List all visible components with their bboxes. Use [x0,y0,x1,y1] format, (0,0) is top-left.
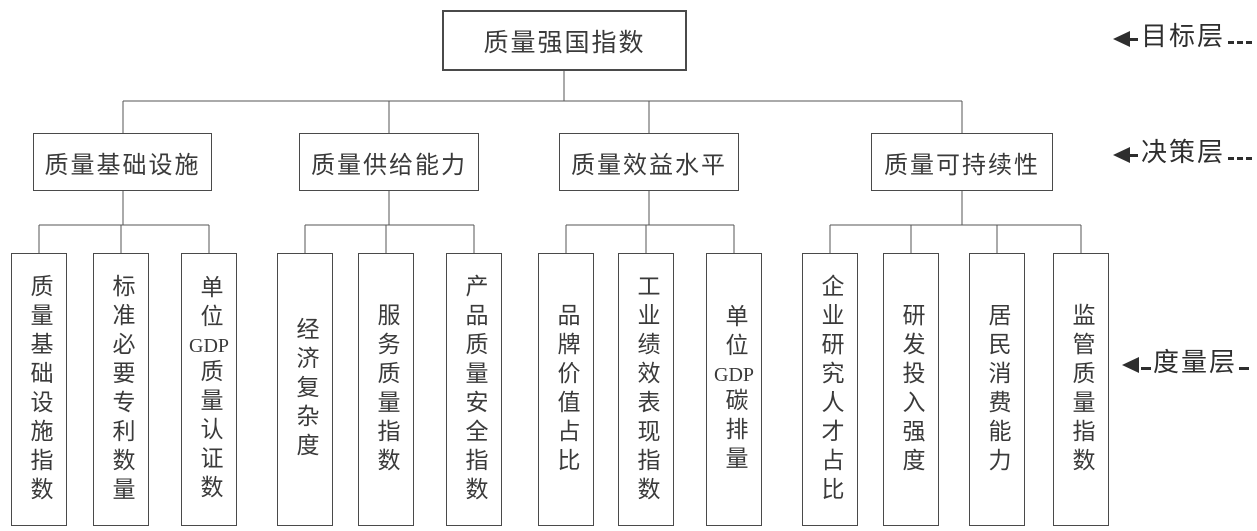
dashed-line [1228,157,1253,160]
decision-box-label: 质量效益水平 [571,152,727,179]
measure-box-label: 监管质量指数 [1069,302,1094,477]
measure-box-economic-complexity: 经济复杂度 [277,253,333,526]
layer-annotation-decision: 决策层 [1113,138,1253,168]
measure-box-label: 单位GDP碳排量 [714,304,755,475]
measure-box-gdp-certification: 单位GDP质量认证数 [181,253,237,526]
measure-box-regulatory-quality-index: 监管质量指数 [1053,253,1109,526]
measure-box-label: 单位GDP质量认证数 [189,275,230,504]
tree-edges [38,71,1082,253]
goal-box-label: 质量强国指数 [483,29,646,57]
measure-box-service-quality-index: 服务质量指数 [358,253,414,526]
decision-box-label: 质量基础设施 [44,152,201,179]
measure-box-label: 品牌价值占比 [554,302,579,477]
measure-box-consumption-capacity: 居民消费能力 [969,253,1025,526]
measure-box-label: 居民消费能力 [985,302,1010,477]
measure-box-label: 标准必要专利数量 [109,273,134,506]
measure-box-brand-value-share: 品牌价值占比 [538,253,594,526]
measure-box-infrastructure-index: 质量基础设施指数 [11,253,67,526]
decision-box-infrastructure: 质量基础设施 [33,133,212,191]
arrow-tail [1130,154,1138,157]
layer-label: 度量层 [1153,348,1238,377]
measure-box-label: 企业研究人才占比 [818,273,843,506]
measure-box-product-safety-index: 产品质量安全指数 [446,253,502,526]
decision-box-benefit: 质量效益水平 [559,133,739,191]
left-arrow-icon [1113,147,1130,163]
measure-box-gdp-carbon-emission: 单位GDP碳排量 [706,253,762,526]
left-arrow-icon [1113,31,1130,47]
measure-box-label: 研发投入强度 [899,302,924,477]
layer-label: 决策层 [1141,138,1226,167]
measure-box-label: 产品质量安全指数 [462,273,487,506]
decision-box-supply: 质量供给能力 [299,133,479,191]
layer-annotation-goal: 目标层 [1113,22,1253,52]
layer-annotation-measurement: 度量层 [1122,348,1251,378]
measure-box-label: 服务质量指数 [374,302,399,477]
measure-box-rd-investment-intensity: 研发投入强度 [883,253,939,526]
dashed-line [1141,367,1151,370]
left-arrow-icon [1122,357,1139,373]
arrow-tail [1130,38,1138,41]
decision-box-label: 质量可持续性 [884,152,1040,179]
layer-label: 目标层 [1141,22,1226,51]
goal-box: 质量强国指数 [442,10,687,71]
measure-box-label: 质量基础设施指数 [27,273,52,506]
measure-box-research-talent-share: 企业研究人才占比 [802,253,858,526]
latin-gdp-text: GDP [714,364,755,386]
measure-box-patent-count: 标准必要专利数量 [93,253,149,526]
dashed-line [1239,367,1250,370]
decision-box-sustainability: 质量可持续性 [871,133,1053,191]
measure-box-label: 经济复杂度 [293,317,318,462]
latin-gdp-text: GDP [189,335,230,357]
dashed-line [1228,41,1253,44]
measure-box-industrial-performance-index: 工业绩效表现指数 [618,253,674,526]
measure-box-label: 工业绩效表现指数 [634,273,659,506]
decision-box-label: 质量供给能力 [311,152,467,179]
